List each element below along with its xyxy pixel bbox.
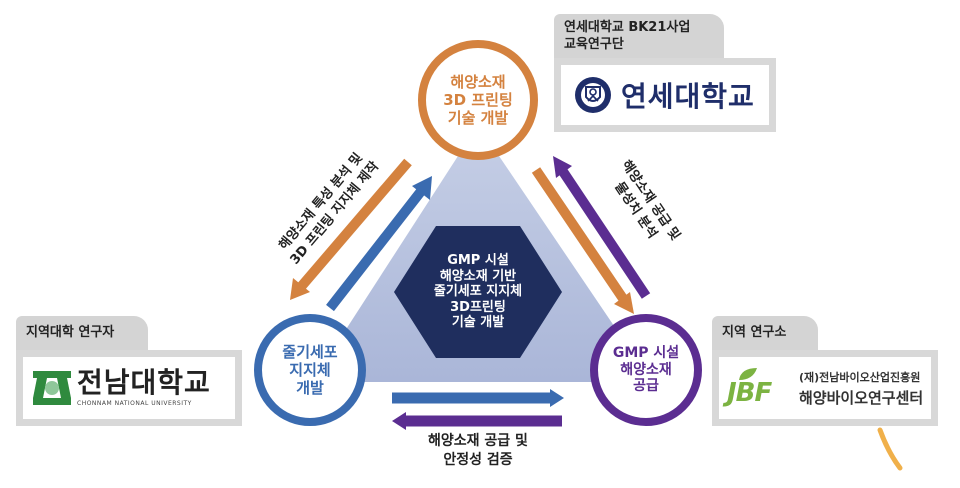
partner-chonnam: 지역대학 연구자 전남대학교 CHONNAM NATIONAL UNIVERSI… (16, 316, 242, 426)
node-right-ring (590, 314, 702, 426)
arrow-right-orange-down (531, 167, 634, 314)
node-top-ring (418, 40, 538, 160)
partner-chonnam-card: 전남대학교 CHONNAM NATIONAL UNIVERSITY (16, 350, 242, 426)
arrow-left-orange-down (290, 158, 412, 300)
jbf-logo: JBF (727, 366, 795, 410)
decorative-arc (877, 427, 903, 471)
partner-yonsei-card: 연세대학교 (554, 58, 776, 132)
leaf-icon (739, 368, 757, 380)
partner-jbf-card: JBF (재)전남바이오산업진흥원 해양바이오연구센터 (712, 350, 938, 426)
center-hexagon-text: GMP 시설 해양소재 기반 줄기세포 지지체 3D프린팅 기술 개발 (433, 253, 523, 331)
chonnam-emblem-icon (33, 371, 71, 405)
node-left-ring (254, 314, 366, 426)
arrow-right-purple-up (553, 156, 651, 299)
chonnam-wordmark: 전남대학교 (77, 366, 211, 399)
partner-jbf-tab: 지역 연구소 (712, 316, 818, 356)
node-top-label: 해양소재 3D 프린팅 기술 개발 (443, 73, 513, 127)
arrow-bottom-blue-right (392, 389, 564, 407)
edge-bottom-label: 해양소재 공급 및 안정성 검증 (428, 433, 528, 468)
partner-yonsei-tab: 연세대학교 BK21사업 교육연구단 (554, 14, 724, 66)
arrow-bottom-purple-left (392, 412, 562, 430)
yonsei-emblem-icon (575, 77, 611, 113)
partner-chonnam-tab: 지역대학 연구자 (16, 316, 148, 356)
arrow-left-blue-up (326, 176, 432, 312)
jbf-center-name: 해양바이오연구센터 (799, 388, 924, 407)
jbf-org-name: (재)전남바이오산업진흥원 (799, 370, 921, 384)
partner-yonsei: 연세대학교 BK21사업 교육연구단 연세대학교 (554, 14, 776, 132)
partner-jbf: 지역 연구소 JBF (재)전남바이오산업진흥원 해양바이오연구센터 (712, 316, 938, 426)
node-left-label: 줄기세포 지지체 개발 (282, 343, 338, 397)
yonsei-wordmark: 연세대학교 (621, 80, 755, 113)
chonnam-subname: CHONNAM NATIONAL UNIVERSITY (77, 400, 192, 407)
center-hexagon (394, 226, 562, 358)
node-right-label: GMP 시설 해양소재 공급 (612, 344, 680, 395)
